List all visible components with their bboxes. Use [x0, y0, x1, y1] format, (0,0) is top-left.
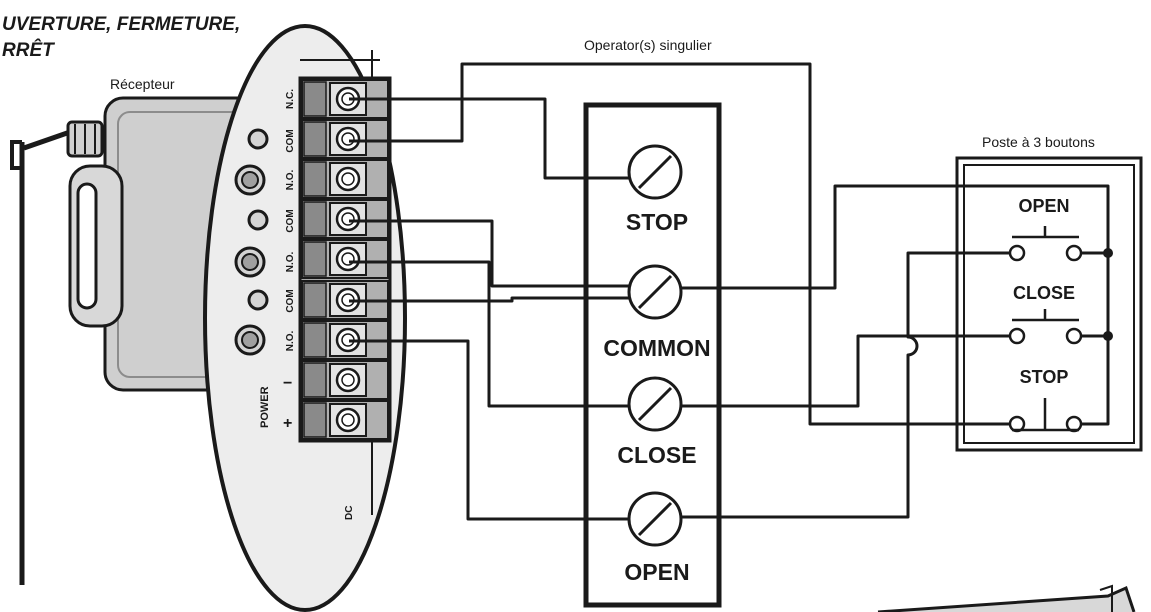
- wire-com2-to-common: [349, 296, 629, 303]
- receiver-indicators: [234, 128, 269, 356]
- power-label: POWER: [259, 386, 271, 428]
- wires: [349, 62, 1113, 521]
- wire-close-to-station-close: [681, 334, 1010, 408]
- receiver-terminal-label: COM: [285, 289, 296, 312]
- wire-no-to-close: [349, 260, 629, 408]
- dc-label: DC: [344, 506, 355, 520]
- wire-common-to-station-open: [681, 184, 1110, 290]
- partial-accessory: [877, 584, 1136, 612]
- terminal-row: [301, 239, 389, 279]
- operator-label-close: CLOSE: [617, 442, 696, 468]
- terminal-row: [301, 79, 389, 119]
- terminal-row: [301, 119, 389, 159]
- receiver-terminal-label: N.O.: [285, 331, 296, 352]
- operator-label-common: COMMON: [603, 335, 710, 361]
- wire-nc-to-stop: [349, 97, 629, 180]
- indicator-led: [247, 289, 269, 311]
- receiver-terminal-labels: N.C. COM N.O. COM N.O. COM N.O.: [285, 89, 296, 352]
- terminal-row: [301, 400, 389, 440]
- station-button-open: [1008, 226, 1083, 262]
- wire-com-to-common: [349, 219, 629, 288]
- terminal-row: [301, 360, 389, 400]
- power-plus-label: +: [283, 415, 292, 432]
- station-label-close: CLOSE: [1013, 283, 1075, 303]
- operator-terminal-close: [627, 376, 683, 432]
- receiver-terminal-label: N.O.: [285, 170, 296, 191]
- indicator-led: [247, 128, 269, 150]
- receiver-terminal-label: N.C.: [285, 89, 296, 109]
- operator-terminal-open: [627, 491, 683, 547]
- wire-com-to-station-stop: [349, 62, 1010, 426]
- receiver-terminal-label: COM: [285, 129, 296, 152]
- receiver-terminal-label: COM: [285, 209, 296, 232]
- station-label-stop: STOP: [1020, 367, 1069, 387]
- receiver-label: Récepteur: [110, 76, 175, 92]
- wire-no-to-open: [349, 339, 629, 521]
- terminal-row: [301, 280, 389, 320]
- power-minus-label: −: [283, 375, 292, 392]
- antenna: [10, 120, 104, 585]
- terminal-row: [301, 199, 389, 239]
- station-label-open: OPEN: [1018, 196, 1069, 216]
- terminal-row: [301, 159, 389, 199]
- operator-label-open: OPEN: [624, 559, 689, 585]
- title-line-2: RRÊT: [2, 39, 55, 61]
- operator-label: Operator(s) singulier: [584, 37, 712, 53]
- operator-terminal-common: [627, 264, 683, 320]
- receiver-terminal-label: N.O.: [285, 252, 296, 273]
- button-station: [955, 156, 1143, 452]
- operator-terminal-stop: [627, 144, 683, 200]
- wire-station-bus: [1081, 251, 1110, 426]
- terminal-rows: [301, 79, 389, 440]
- indicator-led: [247, 209, 269, 231]
- wire-open-to-station-open: [681, 251, 1010, 519]
- station-label: Poste à 3 boutons: [982, 134, 1095, 150]
- title-line-1: UVERTURE, FERMETURE,: [2, 14, 240, 35]
- operator-label-stop: STOP: [626, 209, 688, 235]
